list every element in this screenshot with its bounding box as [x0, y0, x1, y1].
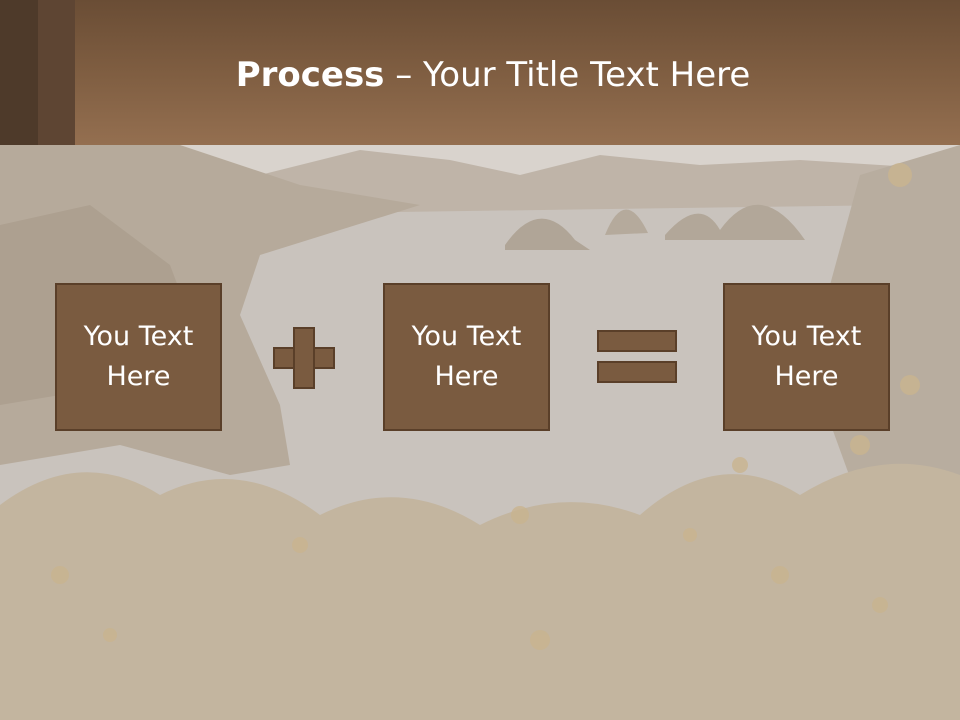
- header-band: [0, 0, 960, 145]
- process-box-2-text: You Text Here: [411, 321, 522, 392]
- equals-icon: [597, 330, 677, 384]
- process-box-3-text: You Text Here: [751, 321, 862, 392]
- slide-title-rest: – Your Title Text Here: [384, 55, 751, 95]
- process-box-3[interactable]: You Text Here: [723, 283, 890, 431]
- header-accent-stripe: [0, 0, 38, 145]
- header-accent-stripe: [38, 0, 75, 145]
- plus-icon: [273, 327, 335, 389]
- slide-title-bold: Process: [235, 55, 385, 95]
- background-landscape-image: [0, 145, 960, 720]
- plus-center: [295, 349, 313, 367]
- process-box-1-text: You Text Here: [83, 321, 194, 392]
- equals-bottom-bar: [597, 361, 677, 383]
- process-box-2[interactable]: You Text Here: [383, 283, 550, 431]
- equals-top-bar: [597, 330, 677, 352]
- slide-title: Process – Your Title Text Here: [0, 52, 960, 98]
- process-box-1[interactable]: You Text Here: [55, 283, 222, 431]
